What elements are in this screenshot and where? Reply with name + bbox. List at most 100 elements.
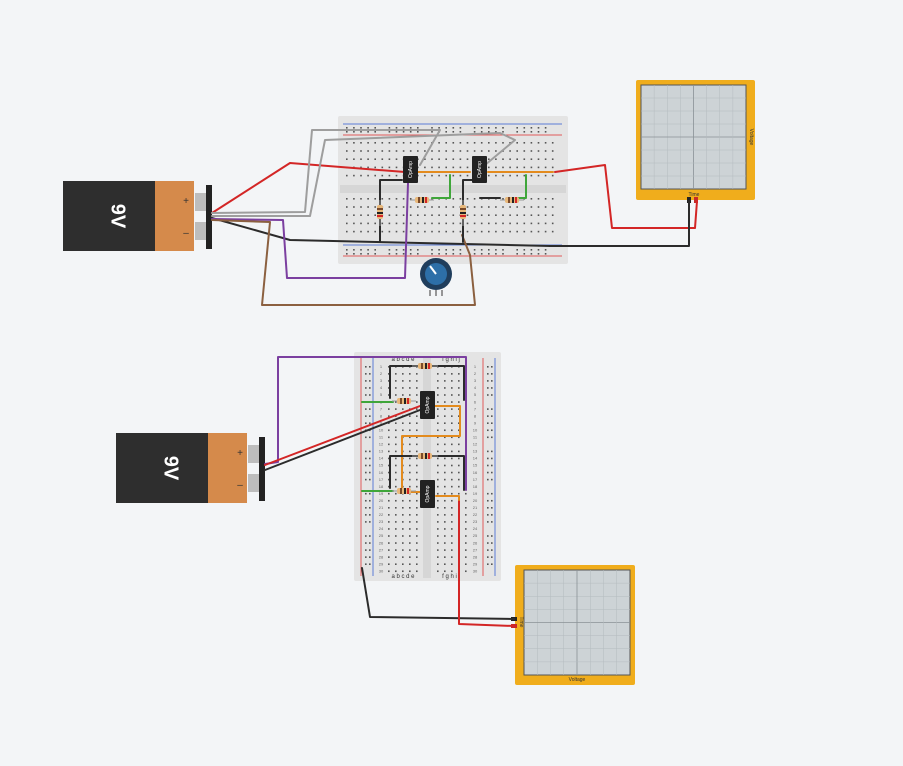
row-number: 11 (379, 435, 384, 440)
row-number: 14 (379, 456, 384, 461)
battery-terminal-plus (248, 445, 260, 463)
row-number: 16 (379, 470, 384, 475)
row-number: 29 (473, 561, 478, 566)
row-number: 12 (379, 442, 384, 447)
wire-green-1[interactable] (431, 174, 451, 199)
column-letters-right: f g h i j (442, 357, 460, 363)
wire-black-scope[interactable] (549, 200, 690, 247)
battery-terminal-plus (195, 193, 207, 211)
row-number: 2 (380, 371, 383, 376)
row-number: 9 (380, 420, 383, 425)
row-number: 4 (380, 385, 383, 390)
opamp-label: OpAmp (425, 485, 431, 502)
breadboard-holes (346, 127, 554, 255)
row-number: 30 (379, 568, 384, 573)
battery-bottom[interactable]: 9V + – (116, 433, 265, 503)
breadboard-top[interactable] (338, 116, 568, 264)
row-number: 26 (379, 540, 384, 545)
column-letters-right-bottom: f g h i j (442, 574, 460, 580)
wire-black-battery[interactable] (264, 409, 421, 471)
battery-plus-sign: + (183, 196, 189, 207)
opamp-label: OpAmp (408, 161, 414, 178)
row-number: 6 (474, 399, 477, 404)
wire-orange-2[interactable] (435, 495, 460, 501)
scope-side-label: Voltage (748, 129, 754, 146)
wires-top (211, 129, 698, 306)
resistor[interactable] (460, 200, 466, 226)
row-number: 8 (474, 413, 477, 418)
opamp-chip[interactable]: OpAmp (403, 156, 418, 183)
resistor[interactable] (500, 197, 524, 203)
row-number: 18 (379, 484, 384, 489)
wire-gray-2[interactable] (211, 132, 516, 217)
battery-terminal-minus (248, 474, 260, 492)
row-number: 7 (474, 406, 477, 411)
row-number: 12 (473, 442, 478, 447)
wire-purple[interactable] (211, 182, 409, 279)
breadboard-bottom[interactable]: a b c d e f g h i j a b c d e f g h i j … (354, 352, 501, 581)
row-number: 17 (473, 477, 478, 482)
row-number: 21 (379, 505, 384, 510)
row-number: 15 (379, 463, 384, 468)
scope-grid (641, 85, 746, 189)
resistor[interactable] (377, 200, 383, 226)
battery-connector (259, 437, 265, 501)
wire-black-scope[interactable] (361, 567, 515, 620)
battery-top[interactable]: 9V + – (63, 181, 212, 251)
resistors-bottom (392, 363, 438, 494)
potentiometer[interactable] (420, 258, 452, 296)
resistor[interactable] (392, 398, 416, 404)
battery-body (116, 433, 210, 503)
oscilloscope-top[interactable]: Voltage Time (636, 80, 755, 203)
row-number: 27 (379, 547, 384, 552)
opamp-chip[interactable]: OpAmp (420, 480, 435, 508)
wire-black-battery[interactable] (211, 217, 551, 247)
wire-gray-1[interactable] (211, 129, 441, 214)
wire-red-scope[interactable] (458, 499, 515, 627)
row-number: 5 (380, 392, 383, 397)
row-number: 3 (380, 378, 383, 383)
scope-probe-red (694, 197, 698, 203)
battery-terminal-minus (195, 222, 207, 240)
row-number: 28 (473, 554, 478, 559)
row-number: 20 (379, 498, 384, 503)
row-number: 16 (473, 470, 478, 475)
row-number: 8 (380, 413, 383, 418)
row-number: 28 (379, 554, 384, 559)
resistor[interactable] (392, 488, 416, 494)
battery-body (63, 181, 157, 251)
battery-label: 9V (160, 456, 182, 481)
row-number: 14 (473, 456, 478, 461)
row-number: 11 (473, 435, 478, 440)
resistor[interactable] (412, 363, 438, 369)
resistor[interactable] (410, 197, 434, 203)
resistor[interactable] (412, 453, 438, 459)
battery-plus-sign: + (237, 448, 243, 459)
column-letters-left-bottom: a b c d e (391, 574, 415, 580)
battery-cap (208, 433, 247, 503)
wire-brown[interactable] (211, 219, 476, 306)
opamp-chip[interactable]: OpAmp (420, 391, 435, 419)
wire-red-battery[interactable] (264, 405, 421, 466)
column-letters-left: a b c d e (391, 357, 415, 363)
row-number: 13 (379, 449, 384, 454)
breadboard-center-channel (340, 185, 566, 193)
opamp-chip[interactable]: OpAmp (472, 156, 487, 183)
wire-red-battery[interactable] (211, 162, 406, 214)
row-number: 24 (379, 526, 384, 531)
breadboard-center-channel (423, 356, 431, 578)
row-number: 25 (379, 533, 384, 538)
row-number: 24 (473, 526, 478, 531)
battery-cap (155, 181, 194, 251)
row-number: 10 (473, 427, 478, 432)
oscilloscope-bottom[interactable]: Time Voltage (511, 565, 635, 685)
opamp-label: OpAmp (425, 396, 431, 413)
row-number: 22 (473, 512, 478, 517)
row-number: 23 (379, 519, 384, 524)
row-number: 10 (379, 427, 384, 432)
row-number: 21 (473, 505, 478, 510)
row-number: 30 (473, 568, 478, 573)
wire-red-scope[interactable] (554, 164, 698, 229)
row-number: 29 (379, 561, 384, 566)
